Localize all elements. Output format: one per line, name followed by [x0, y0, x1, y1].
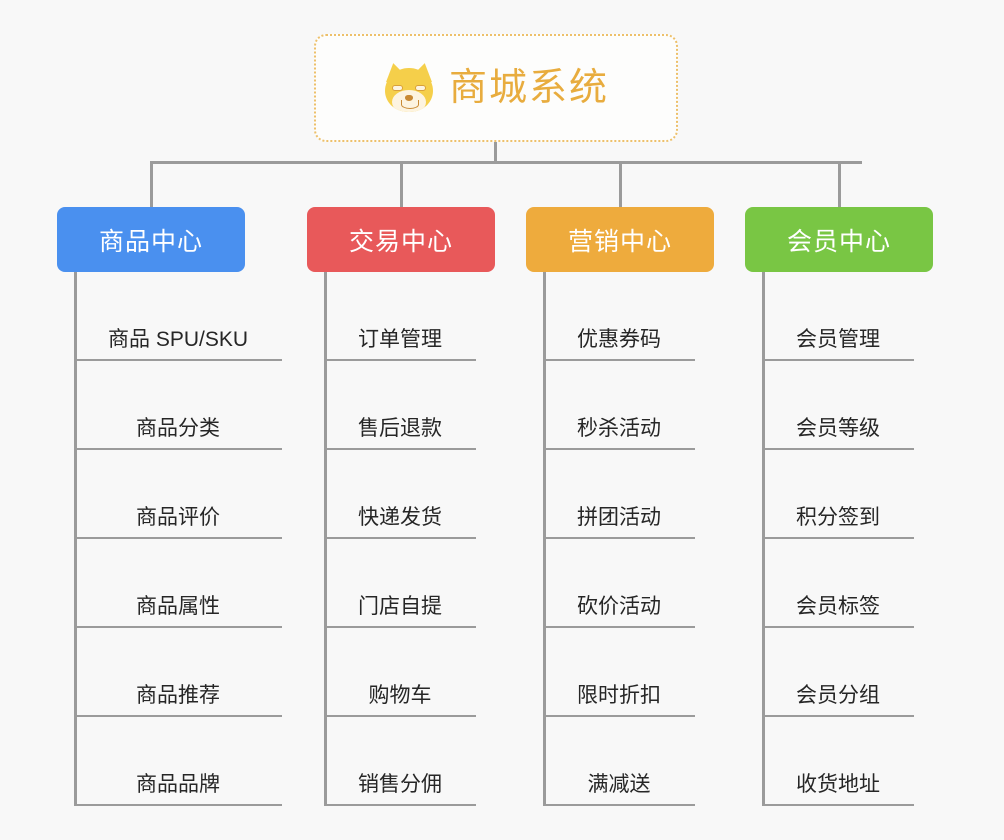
leaf-item-label: 收货地址: [796, 772, 880, 796]
leaf-item-label: 满减送: [587, 772, 651, 796]
category-header-member-center[interactable]: 会员中心: [745, 207, 933, 272]
leaf-item-label: 优惠券码: [577, 327, 661, 351]
dog-nose-icon: [404, 95, 413, 101]
drop-connector-trade-center: [400, 161, 403, 207]
leaf-item[interactable]: 会员分组: [762, 628, 914, 717]
leaf-item[interactable]: 商品评价: [74, 450, 282, 539]
leaf-item-label: 会员管理: [796, 327, 880, 351]
leaf-item-label: 积分签到: [796, 505, 880, 529]
root-title: 商城系统: [448, 67, 609, 109]
leaf-item[interactable]: 订单管理: [324, 272, 476, 361]
dog-mouth-icon: [400, 100, 419, 109]
leaf-item-label: 会员分组: [796, 683, 880, 707]
leaf-item-label: 销售分佣: [358, 772, 442, 796]
leaf-item-label: 砍价活动: [577, 594, 661, 618]
leaf-item[interactable]: 门店自提: [324, 539, 476, 628]
dog-head-icon: [384, 68, 433, 112]
leaf-item-label: 购物车: [368, 683, 432, 707]
category-header-marketing-center[interactable]: 营销中心: [526, 207, 714, 272]
leaf-item-label: 限时折扣: [577, 683, 661, 707]
leaf-item[interactable]: 商品 SPU/SKU: [74, 272, 282, 361]
leaf-item[interactable]: 秒杀活动: [543, 361, 695, 450]
leaf-item-label: 商品推荐: [136, 683, 220, 707]
leaf-item-label: 商品属性: [136, 594, 220, 618]
drop-connector-product-center: [150, 161, 153, 207]
trunk-connector-trade-center: [324, 272, 327, 806]
leaf-item[interactable]: 销售分佣: [324, 717, 476, 806]
leaf-item-label: 售后退款: [358, 416, 442, 440]
leaf-item-label: 商品 SPU/SKU: [107, 327, 249, 351]
leaf-item-label: 商品品牌: [136, 772, 220, 796]
drop-connector-member-center: [838, 161, 841, 207]
root-stem-connector: [494, 142, 497, 162]
leaf-item-label: 秒杀活动: [577, 416, 661, 440]
category-header-label: 商品中心: [98, 227, 203, 256]
category-header-trade-center[interactable]: 交易中心: [307, 207, 495, 272]
leaf-item[interactable]: 积分签到: [762, 450, 914, 539]
category-header-label: 交易中心: [348, 227, 453, 256]
shiba-dog-face-icon: [382, 60, 436, 114]
leaf-item[interactable]: 商品分类: [74, 361, 282, 450]
leaf-item-label: 商品分类: [136, 416, 220, 440]
horizontal-bus-connector: [150, 161, 862, 164]
leaf-item[interactable]: 快递发货: [324, 450, 476, 539]
dog-eye-right-icon: [414, 85, 426, 91]
trunk-connector-product-center: [74, 272, 77, 806]
dog-eye-left-icon: [391, 85, 403, 91]
leaf-item-label: 门店自提: [358, 594, 442, 618]
leaf-item[interactable]: 拼团活动: [543, 450, 695, 539]
leaf-item-label: 快递发货: [358, 505, 442, 529]
leaf-item[interactable]: 会员管理: [762, 272, 914, 361]
leaf-item[interactable]: 会员标签: [762, 539, 914, 628]
leaf-item[interactable]: 商品品牌: [74, 717, 282, 806]
leaf-item[interactable]: 售后退款: [324, 361, 476, 450]
leaf-item[interactable]: 优惠券码: [543, 272, 695, 361]
leaf-item-label: 会员等级: [796, 416, 880, 440]
category-header-label: 营销中心: [567, 227, 672, 256]
leaf-item[interactable]: 砍价活动: [543, 539, 695, 628]
leaf-item[interactable]: 购物车: [324, 628, 476, 717]
leaf-item-label: 拼团活动: [577, 505, 661, 529]
trunk-connector-member-center: [762, 272, 765, 806]
drop-connector-marketing-center: [619, 161, 622, 207]
category-header-label: 会员中心: [786, 227, 891, 256]
leaf-item-label: 商品评价: [136, 505, 220, 529]
trunk-connector-marketing-center: [543, 272, 546, 806]
leaf-item-label: 会员标签: [796, 594, 880, 618]
leaf-item[interactable]: 满减送: [543, 717, 695, 806]
leaf-item[interactable]: 会员等级: [762, 361, 914, 450]
root-node-shop-system[interactable]: 商城系统: [314, 34, 678, 142]
leaf-item[interactable]: 商品推荐: [74, 628, 282, 717]
leaf-item[interactable]: 商品属性: [74, 539, 282, 628]
category-header-product-center[interactable]: 商品中心: [57, 207, 245, 272]
leaf-item[interactable]: 限时折扣: [543, 628, 695, 717]
leaf-item-label: 订单管理: [358, 327, 442, 351]
leaf-item[interactable]: 收货地址: [762, 717, 914, 806]
